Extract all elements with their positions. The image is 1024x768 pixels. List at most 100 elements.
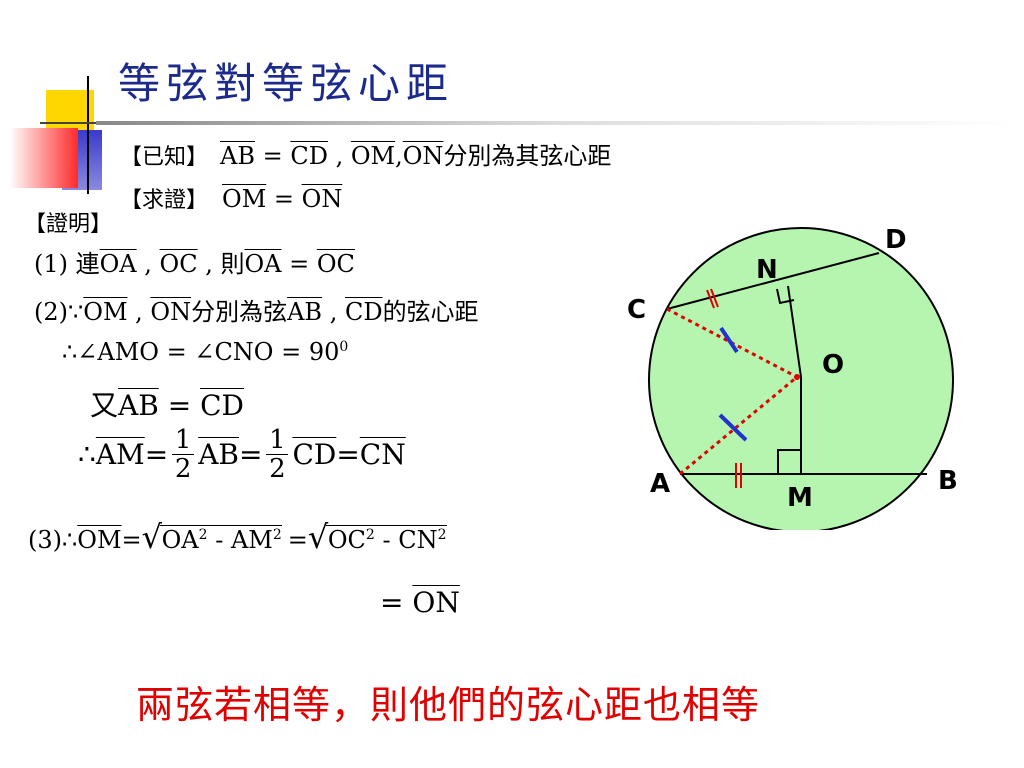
- s5-eq1: =: [144, 438, 169, 471]
- label-n: N: [756, 255, 778, 285]
- s2-om: OM: [83, 298, 128, 326]
- s1-prefix: (1) 連: [34, 250, 100, 278]
- tick-oa: [718, 413, 748, 442]
- conclusion-text: 兩弦若相等，則他們的弦心距也相等: [136, 683, 761, 727]
- circle-diagram: D N C O A B M: [627, 225, 958, 530]
- frac2-num: 1: [269, 425, 286, 455]
- prove-eq: =: [266, 185, 302, 213]
- given-cd: CD: [290, 142, 328, 170]
- proof-step-1: (1) 連OA , OC , 則OA = OC: [34, 244, 355, 279]
- label-a: A: [650, 469, 670, 499]
- s5-ab: AB: [198, 438, 239, 471]
- s4-eq: =: [158, 389, 201, 422]
- s4-cd: CD: [200, 389, 244, 422]
- s6-am: AM: [230, 526, 273, 554]
- s2-prefix: (2)∵: [34, 298, 84, 326]
- s1-then: , 則: [197, 250, 245, 278]
- frac1-den: 2: [174, 454, 192, 484]
- s1-oa2: OA: [244, 250, 282, 278]
- given-label: 【已知】: [120, 145, 209, 170]
- s6-prefix: (3)∴: [28, 526, 78, 554]
- right-angle-m: [777, 449, 801, 474]
- s1-oc2: OC: [316, 250, 355, 278]
- s5-eq3: =: [336, 438, 360, 471]
- given-om: OM: [350, 142, 396, 170]
- s6-sq1: 2: [198, 527, 208, 543]
- s5-am: AM: [95, 438, 145, 471]
- s2-mid: 分別為弦: [191, 298, 288, 326]
- frac2-den: 2: [269, 454, 286, 484]
- s5-cn: CN: [359, 438, 406, 471]
- s5-prefix: ∴: [78, 438, 96, 471]
- proof-label: 【證明】: [24, 212, 113, 237]
- given-eq: =: [254, 142, 291, 170]
- s3-degree: 0: [339, 339, 349, 355]
- s6-sq2: 2: [272, 527, 282, 543]
- right-angle-n: [776, 288, 795, 305]
- s6-eq2: =: [287, 526, 308, 554]
- prove-label: 【求證】: [120, 188, 209, 213]
- s4-prefix: 又: [90, 389, 119, 422]
- sqrt-oc-cn: OC2 - CN2: [308, 518, 447, 556]
- s6-oc: OC: [327, 526, 366, 554]
- label-o: O: [822, 350, 844, 380]
- s2-sep: ,: [127, 298, 151, 326]
- given-tail: 分別為其弦心距: [443, 142, 612, 170]
- sqrt-oa-am: OA2 - AM2: [142, 518, 282, 556]
- title-underline: [96, 121, 1024, 125]
- frac1-num: 1: [174, 425, 192, 455]
- label-c: C: [627, 295, 646, 325]
- proof-step-4: 又AB = CD: [90, 384, 244, 424]
- given-comma: ,: [395, 142, 403, 170]
- s1-sep: ,: [136, 250, 160, 278]
- s6-minus2: -: [374, 526, 399, 554]
- given-line: 【已知】AB = CD , OM,ON分別為其弦心距: [120, 136, 611, 171]
- s6-minus1: -: [207, 526, 231, 554]
- s6-oa: OA: [161, 526, 199, 554]
- double-tick-cd-1: [706, 289, 715, 309]
- s7-on: ON: [412, 586, 460, 619]
- given-sep: ,: [327, 142, 351, 170]
- given-ab: AB: [220, 142, 255, 170]
- given-on: ON: [402, 142, 444, 170]
- prove-line: 【求證】 OM = ON: [120, 182, 342, 214]
- proof-step-2: (2)∵OM , ON分別為弦AB , CD的弦心距: [34, 292, 479, 327]
- proof-step-7: = ON: [380, 586, 460, 619]
- red-gradient-square: [10, 128, 78, 188]
- label-b: B: [938, 466, 958, 496]
- s5-cd: CD: [292, 438, 337, 471]
- double-tick-cd-2: [710, 288, 719, 308]
- s1-eq: =: [281, 250, 317, 278]
- tick-oc: [719, 326, 739, 354]
- s7-eq: =: [380, 586, 413, 619]
- slide-title: 等弦對等弦心距: [118, 59, 455, 108]
- s3-text: ∴∠AMO = ∠CNO = 90: [62, 338, 340, 366]
- s4-ab: AB: [118, 389, 159, 422]
- s2-tail: 的弦心距: [382, 298, 479, 326]
- prove-on: ON: [301, 185, 343, 213]
- proof-step-6: (3)∴OM = OA2 - AM2 = OC2 - CN2: [28, 518, 447, 556]
- s2-ab: AB: [287, 298, 323, 326]
- s5-eq2: =: [238, 438, 263, 471]
- radius-oa: [679, 375, 798, 476]
- center-dot: [794, 374, 800, 380]
- s1-oa: OA: [99, 250, 137, 278]
- prove-om: OM: [222, 185, 267, 213]
- s6-cn: CN: [398, 526, 438, 554]
- s6-eq: =: [121, 526, 142, 554]
- corner-decoration: [10, 76, 110, 194]
- s2-sep2: ,: [322, 298, 345, 326]
- s2-cd: CD: [344, 298, 383, 326]
- s6-sq3: 2: [365, 527, 375, 543]
- chord-cd: [666, 252, 880, 310]
- s2-on: ON: [150, 298, 192, 326]
- s6-om: OM: [77, 526, 122, 554]
- label-d: D: [885, 225, 907, 255]
- label-m: M: [787, 483, 813, 513]
- s6-sq4: 2: [437, 527, 447, 543]
- proof-step-3: ∴∠AMO = ∠CNO = 900: [62, 338, 348, 366]
- s1-oc: OC: [159, 250, 198, 278]
